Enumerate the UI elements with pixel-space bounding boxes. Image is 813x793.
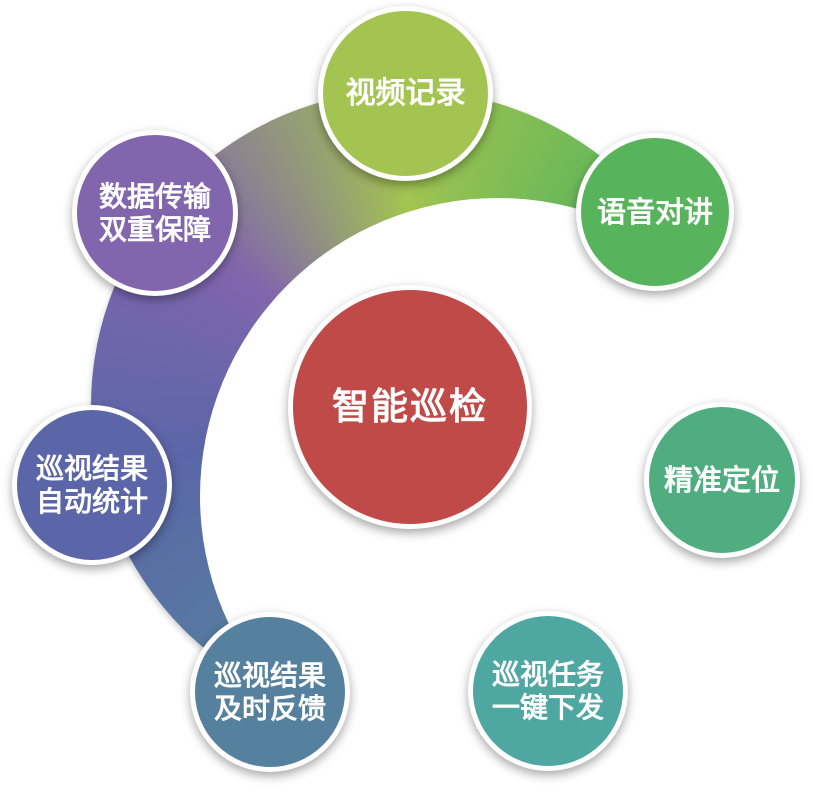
node-video-recording-label: 视频记录 bbox=[345, 75, 466, 111]
node-result-feedback: 巡视结果 及时反馈 bbox=[190, 612, 350, 772]
node-video-recording: 视频记录 bbox=[318, 6, 493, 181]
node-result-feedback-label-line2: 及时反馈 bbox=[213, 692, 326, 725]
node-data-transmission-label-line1: 数据传输 bbox=[98, 179, 211, 213]
node-auto-statistics-label-line1: 巡视结果 bbox=[35, 451, 148, 485]
node-task-dispatch-label-line1: 巡视任务 bbox=[491, 657, 604, 691]
node-precise-positioning: 精准定位 bbox=[644, 402, 800, 558]
node-auto-statistics: 巡视结果 自动统计 bbox=[12, 405, 172, 565]
center-node: 智能巡检 bbox=[288, 285, 532, 529]
node-data-transmission: 数据传输 双重保障 bbox=[72, 130, 238, 296]
center-node-label: 智能巡检 bbox=[332, 385, 488, 429]
node-auto-statistics-label-line2: 自动统计 bbox=[35, 485, 148, 518]
node-task-dispatch-label-line2: 一键下发 bbox=[491, 691, 604, 724]
node-voice-intercom: 语音对讲 bbox=[576, 133, 734, 291]
node-data-transmission-label-line2: 双重保障 bbox=[98, 213, 211, 246]
node-precise-positioning-label: 精准定位 bbox=[663, 462, 780, 497]
node-task-dispatch: 巡视任务 一键下发 bbox=[468, 611, 628, 771]
node-voice-intercom-label: 语音对讲 bbox=[596, 194, 713, 229]
node-result-feedback-label-line1: 巡视结果 bbox=[213, 658, 326, 692]
